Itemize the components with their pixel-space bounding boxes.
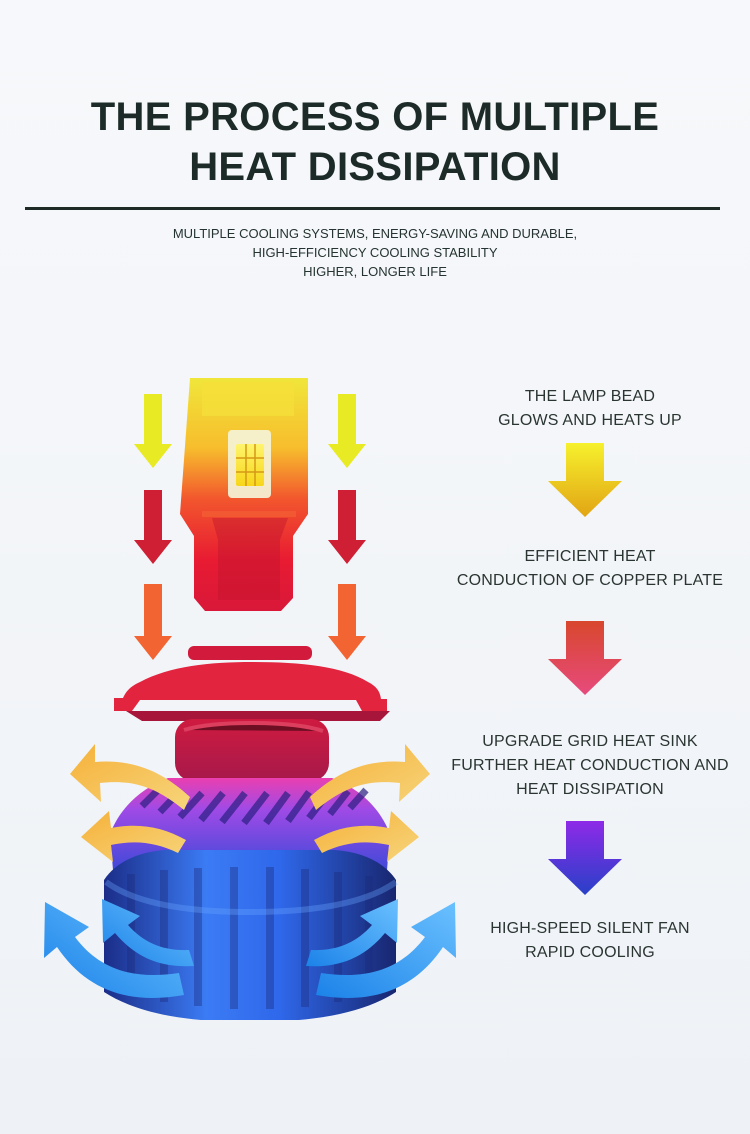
orange-down-arrow-icon bbox=[134, 584, 172, 660]
blue-curved-arrow-icon-right-inner bbox=[306, 899, 398, 967]
purple-blue-down-arrow-icon bbox=[548, 821, 622, 895]
page-title: THE PROCESS OF MULTIPLE HEAT DISSIPATION bbox=[0, 92, 750, 192]
blue-curved-arrow-icon-right-outer bbox=[316, 902, 456, 998]
orange-curved-arrow-icon-right-bottom bbox=[314, 811, 419, 862]
step-3-text: UPGRADE GRID HEAT SINK FURTHER HEAT COND… bbox=[440, 730, 740, 802]
led-headlight-bulb-icon bbox=[44, 378, 456, 1020]
step-1-text: THE LAMP BEAD GLOWS AND HEATS UP bbox=[440, 385, 740, 433]
step-3-line-1: UPGRADE GRID HEAT SINK bbox=[482, 733, 698, 750]
title-divider bbox=[25, 207, 720, 210]
blue-curved-arrow-icon-left-outer bbox=[44, 902, 184, 998]
left-heat-arrow-column bbox=[134, 394, 172, 660]
subtitle-line-3: HIGHER, LONGER LIFE bbox=[303, 264, 447, 279]
step-2-line-2: CONDUCTION OF COPPER PLATE bbox=[456, 572, 724, 589]
step-4-line-1: HIGH-SPEED SILENT FAN bbox=[490, 920, 690, 937]
step-4-line-2: RAPID COOLING bbox=[525, 944, 655, 961]
subtitle-line-2: HIGH-EFFICIENCY COOLING STABILITY bbox=[252, 245, 498, 260]
right-heat-arrow-column bbox=[328, 394, 366, 660]
orange-curved-arrow-icon-left-top bbox=[70, 744, 190, 810]
red-pink-down-arrow-icon bbox=[548, 621, 622, 695]
title-line-1: THE PROCESS OF MULTIPLE bbox=[90, 95, 660, 139]
title-line-2: HEAT DISSIPATION bbox=[189, 145, 561, 189]
yellow-down-arrow-icon bbox=[328, 394, 366, 468]
step-1-line-1: THE LAMP BEAD bbox=[524, 388, 656, 405]
orange-down-arrow-icon bbox=[328, 584, 366, 660]
subtitle-line-1: MULTIPLE COOLING SYSTEMS, ENERGY-SAVING … bbox=[172, 226, 578, 241]
red-down-arrow-icon bbox=[328, 490, 366, 564]
led-bead-icon bbox=[236, 444, 264, 486]
step-2-line-1: EFFICIENT HEAT bbox=[524, 548, 656, 565]
blue-curved-arrow-icon-left-inner bbox=[102, 899, 194, 967]
red-down-arrow-icon bbox=[134, 490, 172, 564]
step-3-line-3: HEAT DISSIPATION bbox=[516, 781, 664, 798]
yellow-down-arrow-icon bbox=[548, 443, 622, 517]
bulb-head bbox=[180, 378, 308, 611]
step-3-line-2: FURTHER HEAT CONDUCTION AND bbox=[451, 757, 729, 774]
orange-curved-arrow-icon-right-top bbox=[310, 744, 430, 810]
subtitle: MULTIPLE COOLING SYSTEMS, ENERGY-SAVING … bbox=[0, 224, 750, 281]
step-2-text: EFFICIENT HEAT CONDUCTION OF COPPER PLAT… bbox=[440, 545, 740, 593]
step-4-text: HIGH-SPEED SILENT FAN RAPID COOLING bbox=[440, 917, 740, 965]
orange-curved-arrow-icon-left-bottom bbox=[81, 811, 186, 862]
step-1-line-2: GLOWS AND HEATS UP bbox=[498, 412, 682, 429]
yellow-down-arrow-icon bbox=[134, 394, 172, 468]
